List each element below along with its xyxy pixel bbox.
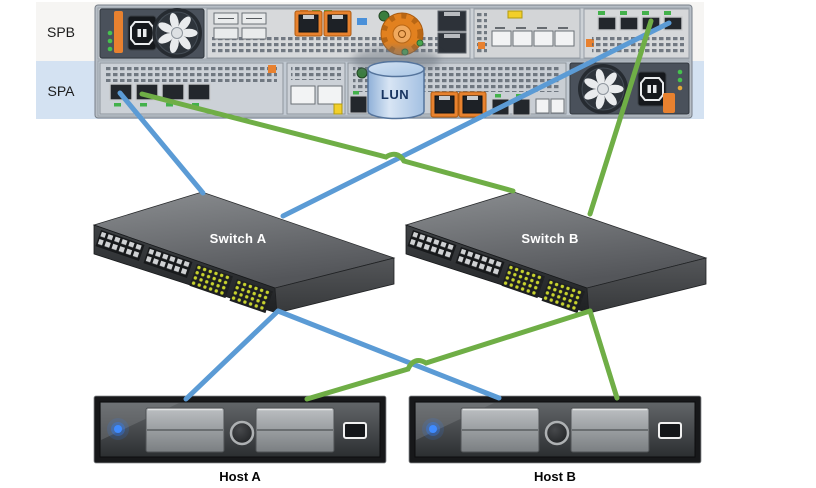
spb-uplink-module [583, 8, 690, 59]
switch-b-label: Switch B [521, 231, 578, 246]
cable-spb-to-switch-a [280, 20, 672, 219]
spa-port-3 [187, 83, 211, 101]
host-a-label: Host A [219, 469, 261, 484]
spb-psu [99, 7, 205, 59]
lock-ring [378, 10, 390, 22]
spb-port-1 [619, 16, 639, 31]
indicator-blue [357, 18, 367, 25]
cable-switch-a-to-host-b [275, 308, 502, 401]
tag-yellow [507, 10, 523, 19]
spb-sfp-module [473, 8, 581, 59]
cable-spb-to-switch-b [587, 18, 654, 217]
cable-spa-to-switch-b [139, 91, 516, 194]
switch-a [93, 191, 395, 314]
cable-switch-b-to-host-a [304, 308, 593, 402]
cable-switch-a-to-host-a [183, 308, 281, 402]
switch-b [405, 191, 707, 314]
host-a [92, 394, 388, 465]
spb-port-0 [597, 16, 617, 31]
storage-array: LUN [94, 4, 693, 120]
spb-label: SPB [47, 24, 75, 40]
lun-label: LUN [381, 87, 409, 102]
lun-cylinder: LUN [352, 47, 440, 120]
host-b [407, 394, 703, 465]
spa-sfp-module [286, 62, 346, 115]
switch-a-label: Switch A [210, 231, 267, 246]
cable-switch-b-to-host-b [587, 308, 620, 401]
psu-latch [663, 93, 675, 113]
rotary-dial-icon [380, 12, 424, 56]
psu-latch [114, 11, 123, 53]
cable-spa-to-switch-a [117, 90, 206, 196]
spa-label: SPA [48, 83, 76, 99]
host-b-label: Host B [534, 469, 576, 484]
spb-io-module [206, 8, 471, 59]
